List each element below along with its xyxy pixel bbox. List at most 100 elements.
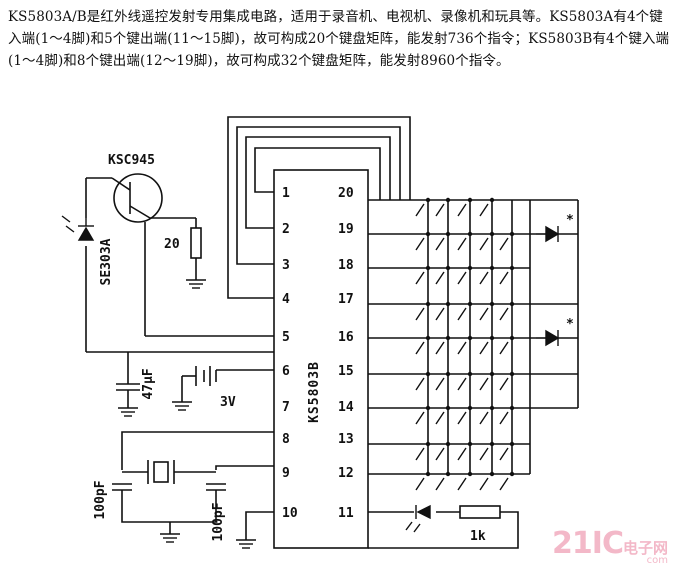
pin-left-9: 9 xyxy=(282,466,290,481)
diode-mark-top: * xyxy=(566,213,574,228)
junction-dot xyxy=(425,371,431,377)
junction-dot xyxy=(489,441,495,447)
junction-dot xyxy=(425,405,431,411)
pin-left-6: 6 xyxy=(282,364,290,379)
pin-right-16: 16 xyxy=(338,330,354,345)
junction-dot xyxy=(467,441,473,447)
pin-right-17: 17 xyxy=(338,292,354,307)
key-switch xyxy=(457,271,467,285)
key-switch xyxy=(435,447,445,461)
junction-dot xyxy=(445,471,451,477)
diode-mark-bottom: * xyxy=(566,317,574,332)
junction-dot xyxy=(445,441,451,447)
key-switch xyxy=(415,341,425,355)
key-switch xyxy=(457,411,467,425)
junction-dot xyxy=(445,301,451,307)
resistor-led-label: 1k xyxy=(470,529,486,544)
junction-dot xyxy=(467,371,473,377)
junction-dot xyxy=(445,197,451,203)
key-switch xyxy=(479,271,489,285)
key-switch xyxy=(435,203,445,217)
junction-dot xyxy=(467,471,473,477)
junction-dot xyxy=(509,441,515,447)
junction-dot xyxy=(467,265,473,271)
pin-left-8: 8 xyxy=(282,432,290,447)
description-paragraph: KS5803A/B是红外线遥控发射专用集成电路，适用于录音机、电视机、录像机和玩… xyxy=(8,9,670,69)
key-switch xyxy=(435,477,445,491)
junction-dot xyxy=(489,197,495,203)
pin-right-12: 12 xyxy=(338,466,354,481)
key-switch xyxy=(499,237,509,251)
key-switch xyxy=(499,307,509,321)
pin-left-5: 5 xyxy=(282,330,290,345)
key-switch xyxy=(415,411,425,425)
ir-led-label: SE303A xyxy=(99,238,114,285)
watermark-domain: com xyxy=(646,555,668,566)
junction-dot xyxy=(489,231,495,237)
key-switch xyxy=(415,307,425,321)
junction-dot xyxy=(489,335,495,341)
pin-right-14: 14 xyxy=(338,400,354,415)
junction-dot xyxy=(467,335,473,341)
key-switch xyxy=(479,307,489,321)
junction-dot xyxy=(445,231,451,237)
key-switch xyxy=(435,271,445,285)
junction-dot xyxy=(489,301,495,307)
junction-dot xyxy=(445,335,451,341)
key-switch xyxy=(415,271,425,285)
junction-dot xyxy=(489,405,495,411)
key-switch xyxy=(479,477,489,491)
junction-dot xyxy=(489,471,495,477)
junction-dot xyxy=(509,265,515,271)
key-switch xyxy=(415,447,425,461)
ic-chip-label: KS5803B xyxy=(307,361,322,423)
junction-dot xyxy=(509,335,515,341)
key-switch xyxy=(479,377,489,391)
junction-dot xyxy=(425,441,431,447)
junction-dot xyxy=(425,231,431,237)
junction-dot xyxy=(425,335,431,341)
key-switch xyxy=(479,411,489,425)
junction-dot xyxy=(425,197,431,203)
key-switch xyxy=(435,237,445,251)
pin-left-10: 10 xyxy=(282,506,298,521)
junction-dot xyxy=(509,371,515,377)
junction-dot xyxy=(445,405,451,411)
key-switch xyxy=(435,341,445,355)
junction-dot xyxy=(425,471,431,477)
key-switch xyxy=(415,203,425,217)
key-switch xyxy=(457,341,467,355)
key-switch xyxy=(479,341,489,355)
key-switch xyxy=(457,237,467,251)
resistor-base-label: 20 xyxy=(164,237,180,252)
junction-dot xyxy=(445,265,451,271)
pin-left-1: 1 xyxy=(282,186,290,201)
watermark-logo: 21IC电子网 com xyxy=(552,526,668,566)
key-switch xyxy=(435,307,445,321)
junction-dot xyxy=(425,265,431,271)
key-switch xyxy=(457,447,467,461)
pin-right-11: 11 xyxy=(338,506,354,521)
key-switch xyxy=(457,477,467,491)
pin-left-2: 2 xyxy=(282,222,290,237)
junction-dot xyxy=(467,197,473,203)
pin-right-20: 20 xyxy=(338,186,354,201)
key-switch xyxy=(435,411,445,425)
key-switch xyxy=(499,411,509,425)
key-switch xyxy=(415,377,425,391)
key-switch xyxy=(479,203,489,217)
pin-left-3: 3 xyxy=(282,258,290,273)
cap-left-label: 100pF xyxy=(93,480,108,519)
transistor-label: KSC945 xyxy=(108,153,155,168)
junction-dot xyxy=(509,405,515,411)
key-switch xyxy=(415,477,425,491)
key-switch xyxy=(457,203,467,217)
junction-dot xyxy=(425,301,431,307)
junction-dot xyxy=(467,405,473,411)
watermark-cn: 电子网 xyxy=(622,539,668,557)
key-switch xyxy=(415,237,425,251)
pin-left-7: 7 xyxy=(282,400,290,415)
junction-dot xyxy=(489,371,495,377)
junction-dot xyxy=(509,231,515,237)
